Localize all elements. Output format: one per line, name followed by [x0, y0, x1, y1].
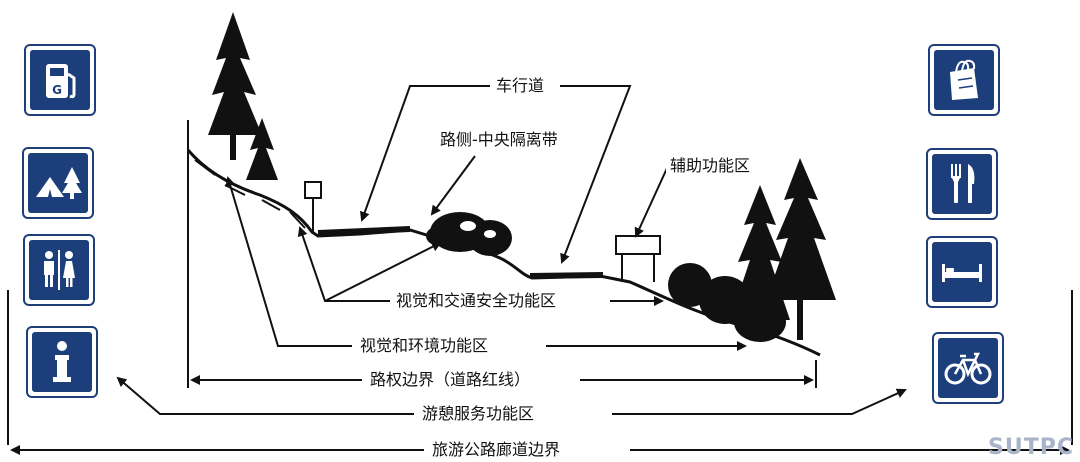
bicycle-sign	[932, 332, 1004, 404]
label-median: 路侧-中央隔离带	[436, 130, 562, 150]
corridor-boundary	[7, 290, 1073, 455]
shopping-sign	[928, 44, 1000, 116]
restaurant-icon	[951, 164, 975, 203]
label-visual-env-zone: 视觉和环境功能区	[356, 336, 493, 356]
label-aux-zone: 辅助功能区	[666, 156, 755, 176]
svg-text:G: G	[52, 83, 62, 97]
bicycle-icon	[944, 352, 992, 385]
left-trees	[208, 12, 278, 180]
restaurant-sign	[926, 148, 998, 220]
right-carriageway-surface	[529, 272, 604, 279]
information-icon	[53, 341, 71, 382]
label-corridor-boundary: 旅游公路廊道边界	[428, 440, 565, 460]
shopping-icon	[950, 59, 978, 100]
lodging-sign	[926, 236, 998, 308]
gas-station-icon: G	[46, 64, 76, 99]
median-shrubs	[426, 212, 512, 256]
rest-arrows	[116, 376, 907, 415]
camping-sign	[22, 147, 94, 219]
gas-station-sign: G	[24, 44, 96, 116]
restroom-icon	[44, 250, 75, 290]
right-trees	[730, 158, 836, 340]
roadside-sign-right	[615, 235, 661, 255]
information-sign	[26, 326, 98, 398]
label-row-boundary: 路权边界（道路红线）	[366, 370, 535, 390]
terrain-profile	[186, 149, 821, 357]
label-rest-service-zone: 游憩服务功能区	[418, 404, 539, 424]
roadside-sign-left	[304, 181, 322, 199]
label-carriageway: 车行道	[492, 76, 549, 96]
brand-watermark: SUTPC	[988, 435, 1074, 460]
label-visual-safety-zone: 视觉和交通安全功能区	[392, 291, 561, 311]
restroom-sign	[23, 234, 95, 306]
left-carriageway-surface	[317, 226, 411, 236]
lodging-icon	[942, 264, 982, 282]
annotation-arrows	[225, 85, 747, 351]
camping-icon	[36, 167, 82, 199]
row-boundary	[187, 120, 817, 388]
